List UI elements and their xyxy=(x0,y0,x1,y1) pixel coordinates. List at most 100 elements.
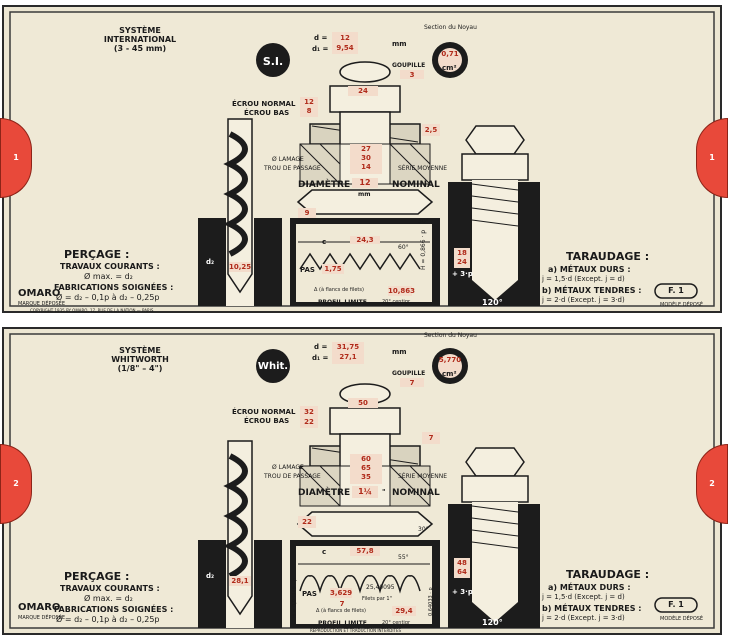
drill-value: 10,25 xyxy=(229,263,252,271)
slide-rule-card-international: 1 1 SYSTÈME INTERNATIONAL (3 - 45 mm) S.… xyxy=(0,4,730,314)
mm-label: mm xyxy=(392,348,407,356)
right-dial-tab[interactable]: 2 xyxy=(696,444,728,524)
system-title: SYSTÈME xyxy=(119,346,161,355)
head-angle: 30° xyxy=(418,526,429,533)
travaux-courants: TRAVAUX COURANTS : xyxy=(60,584,160,593)
d-label: d = xyxy=(314,34,328,42)
goupille-label: GOUPILLE xyxy=(392,370,426,377)
section-unit: cm² xyxy=(442,370,457,378)
profil-label: PROFIL LIMITE xyxy=(318,299,367,306)
taraudage-a-formula: j = 1,5·d (Except. j = d) xyxy=(542,593,625,601)
ecrou-normal-label: ÉCROU NORMAL xyxy=(232,100,296,108)
pas-label: PAS xyxy=(300,266,315,274)
lamage-label: Ø LAMAGE xyxy=(272,464,304,471)
ecrou-normal-value: 12 xyxy=(304,98,314,106)
formula-1: Ø max. = d₂ xyxy=(84,272,133,281)
fabrications-label: FABRICATIONS SOIGNÉES : xyxy=(54,605,174,614)
head-angle: 30° xyxy=(418,218,429,225)
tap-label: + 3·p xyxy=(452,270,473,278)
system-name: WHITWORTH xyxy=(111,355,169,364)
profil-label: PROFIL LIMITE xyxy=(318,620,367,627)
passage-label: TROU DE PASSAGE xyxy=(264,165,321,172)
head-value: 22 xyxy=(302,518,312,526)
section-value: 5,770 xyxy=(438,356,462,364)
lamage-value: 7 xyxy=(428,434,434,442)
formula-2: Ø = d₂ – 0,1p à d₂ – 0,25p xyxy=(56,293,160,302)
d1-label: d₁ = xyxy=(312,45,329,53)
system-range: (1/8" – 4") xyxy=(117,364,163,373)
filets-value: 7 xyxy=(339,600,345,608)
diametre-label: DIAMÈTRE xyxy=(298,180,351,190)
dial-number: 2 xyxy=(13,479,19,488)
card-artwork xyxy=(2,5,722,313)
hole-value-3: 14 xyxy=(361,163,371,171)
taraudage-a: a) MÉTAUX DURS : xyxy=(548,583,631,592)
goupille-value: 7 xyxy=(409,379,415,387)
goupille-label: GOUPILLE xyxy=(392,62,426,69)
fabrications-label: FABRICATIONS SOIGNÉES : xyxy=(54,283,174,292)
system-title: SYSTÈME xyxy=(119,26,161,35)
percage-title: PERÇAGE : xyxy=(64,248,130,261)
formula-1: Ø max. = d₂ xyxy=(84,594,133,603)
ecrou-bas-value: 22 xyxy=(304,418,314,426)
delta-value: 10,863 xyxy=(388,287,416,295)
c-value: 24,3 xyxy=(356,236,374,244)
nut-value: 24 xyxy=(358,87,368,95)
brand-logo: OMARO xyxy=(18,288,61,299)
d1-value: 27,1 xyxy=(339,353,357,361)
right-dial-tab[interactable]: 1 xyxy=(696,118,728,198)
system-badge: Whit. xyxy=(257,361,289,372)
c-label: c xyxy=(322,238,327,246)
taraudage-a: a) MÉTAUX DURS : xyxy=(548,265,631,274)
lamage-label: Ø LAMAGE xyxy=(272,156,304,163)
nominal-label: NOMINAL xyxy=(392,180,440,190)
drill-value: 28,1 xyxy=(231,577,249,585)
h-formula: H = 0,96049 · p xyxy=(292,578,298,618)
formula-2: Ø = d₂ – 0,1p à d₂ – 0,25p xyxy=(56,615,160,624)
copyright: COPYRIGHT 1935 BY OMARO, 17, RUE DE LA N… xyxy=(30,308,154,313)
brand-logo: OMARO xyxy=(18,602,61,613)
tap-value-2: 64 xyxy=(457,568,467,576)
d2-label: d₂ xyxy=(206,572,215,580)
pas-extra: 25,40095 xyxy=(366,584,395,591)
d-value: 12 xyxy=(340,34,350,42)
hole-value-1: 60 xyxy=(361,455,371,463)
dial-number: 1 xyxy=(13,153,19,162)
travaux-courants: TRAVAUX COURANTS : xyxy=(60,262,160,271)
passage-label: TROU DE PASSAGE xyxy=(264,473,321,480)
thread-angle: 60° xyxy=(398,244,409,251)
system-badge: S.I. xyxy=(262,55,284,68)
tap-value-2: 24 xyxy=(457,258,467,266)
system-name: INTERNATIONAL xyxy=(103,35,177,44)
hole-value-1: 27 xyxy=(361,145,371,153)
hole-value-2: 65 xyxy=(361,464,371,472)
profil-note: 20° centigr xyxy=(382,620,411,626)
taraudage-b: b) MÉTAUX TENDRES : xyxy=(542,604,642,613)
tap-angle: 120° xyxy=(482,298,503,307)
h2-formula: 0,64033 · p xyxy=(428,587,434,616)
ecrou-bas-label: ÉCROU BAS xyxy=(244,109,290,117)
mm-label: mm xyxy=(392,40,407,48)
ecrou-normal-label: ÉCROU NORMAL xyxy=(232,408,296,416)
filets-label: Filets par 1" xyxy=(362,596,392,602)
serie-label: SÉRIE MOYENNE xyxy=(398,165,448,172)
diametre-label: DIAMÈTRE xyxy=(298,488,351,498)
dial-number: 1 xyxy=(709,153,715,162)
ecrou-bas-label: ÉCROU BAS xyxy=(244,417,290,425)
modele-depose: MODÈLE DÉPOSÉ xyxy=(660,302,704,308)
nominal-value: 12 xyxy=(359,178,371,187)
taraudage-b-formula: j = 2·d (Except. j = 3·d) xyxy=(542,614,625,622)
dial-number: 2 xyxy=(709,479,715,488)
delta-label: Δ (à flancs de filets) xyxy=(316,608,366,614)
hole-value-2: 30 xyxy=(361,154,371,162)
tap-label: + 3·p xyxy=(452,588,473,596)
system-range: (3 - 45 mm) xyxy=(113,44,167,53)
lamage-value: 2,5 xyxy=(424,126,438,134)
tap-value-1: 18 xyxy=(457,249,467,257)
profil-note: 20° centigr xyxy=(382,299,411,305)
slide-rule-card-whitworth: 2 2 SYSTÈME WHITWORTH (1/8" – 4") Whit. … xyxy=(0,326,730,636)
c-value: 57,8 xyxy=(356,547,374,555)
taraudage-title: TARAUDAGE : xyxy=(566,568,650,581)
reference-number: F. 1 xyxy=(668,600,684,609)
taraudage-a-formula: j = 1,5·d (Except. j = d) xyxy=(542,275,625,283)
